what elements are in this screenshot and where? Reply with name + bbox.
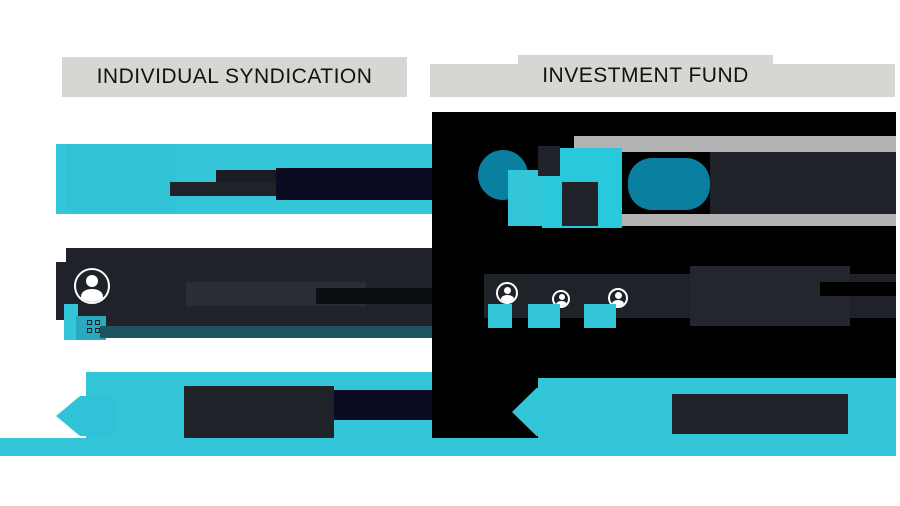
- column-header-individual-syndication: INDIVIDUAL SYNDICATION: [62, 57, 407, 97]
- row-bottom-accent: [100, 326, 432, 338]
- syndication-row-1: [56, 144, 432, 216]
- obscured-text-block: [316, 288, 432, 304]
- cloud-icon: [628, 158, 710, 210]
- building-icon: [528, 304, 560, 328]
- obscured-text-block: [672, 394, 848, 434]
- fund-row-1: [478, 136, 896, 228]
- building-block-icon: [66, 144, 176, 210]
- investor-avatar-icon: [608, 288, 628, 308]
- dark-building-icon: [538, 146, 560, 176]
- header-band-right-extension: [773, 64, 895, 97]
- investor-avatar-icon: [552, 290, 570, 308]
- building-icon: [488, 304, 512, 328]
- bottom-accent-band: [0, 438, 896, 456]
- column-title: INVESTMENT FUND: [542, 64, 749, 87]
- row-top-band: [574, 136, 896, 152]
- obscured-text-block: [710, 152, 896, 214]
- obscured-text-block: [820, 282, 896, 296]
- column-title: INDIVIDUAL SYNDICATION: [96, 65, 373, 88]
- header-band-left-extension: [430, 64, 518, 97]
- chevron-left-arrow-icon: [512, 388, 582, 436]
- dark-building-icon: [562, 182, 598, 226]
- column-header-investment-fund: INVESTMENT FUND: [518, 55, 773, 97]
- building-icon: [61, 304, 109, 340]
- fund-row-3: [0, 374, 896, 458]
- investor-avatar-icon: [496, 282, 518, 304]
- obscured-text-block: [184, 386, 334, 438]
- obscured-text-block: [276, 168, 432, 200]
- investor-avatar-icon: [74, 268, 110, 304]
- obscured-text-block: [334, 390, 432, 420]
- row-bottom-band: [570, 214, 896, 226]
- building-icon: [584, 304, 616, 328]
- chevron-left-arrow-icon: [56, 396, 116, 436]
- fund-row-2: [480, 262, 896, 334]
- syndication-row-2: [56, 248, 432, 340]
- obscured-text-block: [690, 266, 850, 326]
- city-skyline-icon: [508, 170, 548, 226]
